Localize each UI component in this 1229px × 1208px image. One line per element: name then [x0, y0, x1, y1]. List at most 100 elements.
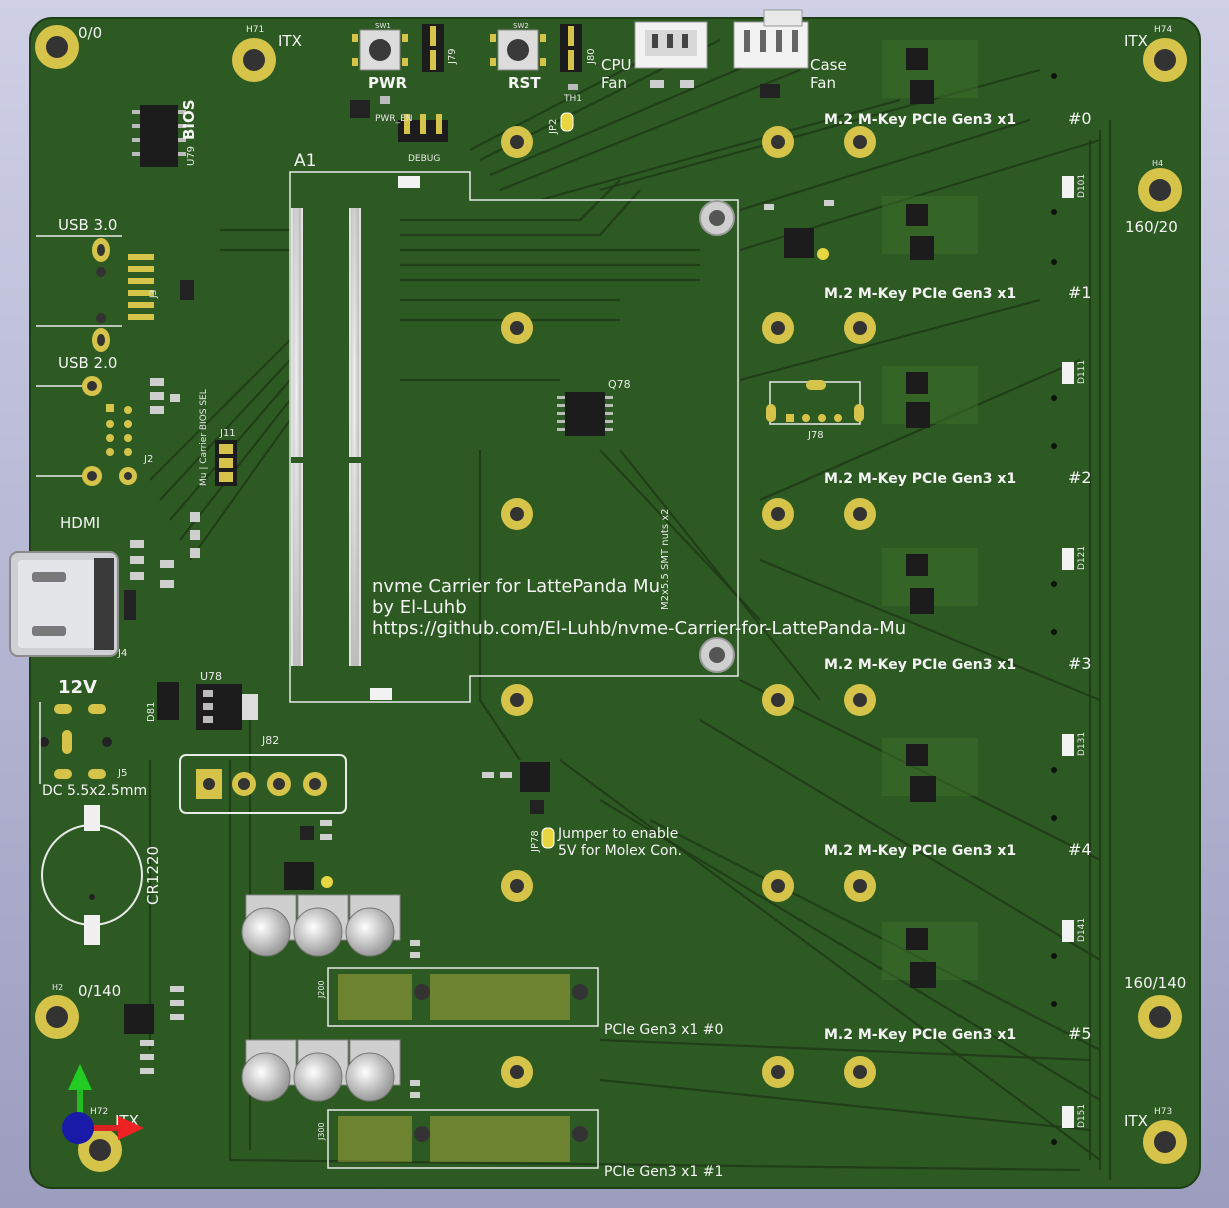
mount-hole-label: ITX	[1124, 32, 1148, 50]
mount-hole-ref: H73	[1154, 1107, 1172, 1117]
fan-label-bottom: Fan	[810, 74, 836, 92]
header-ref: J78	[807, 430, 824, 441]
smd-components	[124, 80, 834, 1098]
m2-slot-2: M.2 M-Key PCIe Gen3 x1 #2 D111	[824, 360, 1092, 487]
m2-slot-4: M.2 M-Key PCIe Gen3 x1 #4 D131	[824, 732, 1092, 859]
button-label: RST	[508, 74, 541, 92]
mount-hole-label: 160/140	[1124, 974, 1186, 992]
chip-ref: U78	[200, 670, 222, 683]
capacitor-bank-bottom	[241, 1039, 401, 1102]
case-fan-connector: Case Fan	[733, 9, 847, 92]
mount-hole-label: ITX	[278, 32, 302, 50]
mount-hole-h74: ITX H74	[1124, 25, 1187, 82]
header-j78: J78	[766, 380, 864, 441]
jumper-jp78: JP78 Jumper to enable 5V for Molex Con.	[520, 762, 682, 859]
m2-slot-led-last: D151	[1051, 1104, 1087, 1145]
m2-slot-index: #4	[1068, 840, 1092, 859]
battery-label: CR1220	[144, 846, 162, 905]
board-title-line: https://github.com/El-Luhb/nvme-Carrier-…	[372, 618, 906, 639]
m2-led-ref: D111	[1077, 360, 1087, 384]
cpu-fan-connector: CPU Fan	[601, 21, 708, 92]
header-j79: J79	[422, 24, 458, 72]
m2-led-ref: D141	[1077, 918, 1087, 942]
regulator-u78: U78 D81	[146, 670, 258, 730]
dc-jack: 12V DC 5.5x2.5mm J5	[39, 677, 147, 799]
capacitor-bank-top	[241, 862, 401, 957]
header-ref: J82	[261, 734, 279, 747]
pcie-slot-label: PCIe Gen3 x1 #0	[604, 1022, 723, 1038]
thermistor-th1: TH1	[563, 84, 582, 104]
header-j80: J80	[560, 24, 597, 72]
pcie-switch-q78: Q78	[557, 378, 631, 436]
bios-ref: U79	[186, 146, 197, 166]
m2-led-ref: D101	[1077, 174, 1087, 198]
button-ref: SW2	[513, 22, 529, 30]
m2-slot-1: M.2 M-Key PCIe Gen3 x1 #1 D101	[784, 174, 1092, 302]
debug-label: DEBUG	[408, 154, 440, 164]
m2-slot-label: M.2 M-Key PCIe Gen3 x1	[824, 471, 1016, 487]
m2-led-ref: D131	[1077, 732, 1087, 756]
board-title-line: nvme Carrier for LattePanda Mu	[372, 576, 660, 597]
molex-connector-j82: J82	[179, 734, 347, 814]
mount-hole-label: 0/0	[78, 24, 102, 42]
m2-slot-label: M.2 M-Key PCIe Gen3 x1	[824, 1027, 1016, 1043]
jumper-ref: JP78	[530, 830, 541, 853]
axis-gizmo	[62, 1064, 144, 1144]
mount-hole-h3: 160/140	[1124, 974, 1186, 1039]
port-label: USB 2.0	[58, 354, 117, 372]
thermistor-ref: TH1	[563, 94, 582, 104]
mount-hole-ref: H4	[1152, 159, 1163, 168]
m2-slot-5: M.2 M-Key PCIe Gen3 x1 #5 D141	[824, 918, 1092, 1043]
port-label: USB 3.0	[58, 216, 117, 234]
chip-ref: Q78	[608, 378, 631, 391]
mount-hole-h73: ITX H73	[1124, 1107, 1187, 1164]
button-ref: SW1	[375, 22, 391, 30]
mount-hole-h1: 0/0	[35, 24, 102, 69]
copper-traces	[148, 29, 1112, 1180]
power-label: 12V	[58, 677, 97, 698]
m2-slot-label: M.2 M-Key PCIe Gen3 x1	[824, 657, 1016, 673]
debug-header: DEBUG PWR_EN	[375, 96, 448, 164]
jumper-ref: JP2	[548, 119, 559, 135]
m2-slot-index: #2	[1068, 468, 1092, 487]
m2-slot-index: #5	[1068, 1024, 1092, 1043]
m2-slot-index: #3	[1068, 654, 1092, 673]
jumper-jp2: JP2	[548, 112, 574, 135]
port-ref: J2	[143, 454, 153, 465]
header-ref: J79	[447, 48, 458, 65]
usb3-port: USB 3.0 J3	[36, 216, 159, 352]
dc-jack-ref: J5	[117, 768, 127, 779]
m2-led-ref: D151	[1077, 1104, 1087, 1128]
bios-label: BIOS	[180, 99, 198, 140]
battery-holder: CR1220	[41, 805, 162, 945]
m2-slot-index: #0	[1068, 109, 1092, 128]
pwr-en-label: PWR_EN	[375, 114, 413, 124]
module-label: A1	[294, 151, 316, 171]
fan-label-bottom: Fan	[601, 74, 627, 92]
m2-slot-index: #1	[1068, 283, 1092, 302]
pcie-slot-label: PCIe Gen3 x1 #1	[604, 1164, 723, 1180]
bios-chip: BIOS U79	[132, 99, 198, 167]
jumper-note: 5V for Molex Con.	[558, 843, 682, 859]
m2-slot-label: M.2 M-Key PCIe Gen3 x1	[824, 112, 1016, 128]
pwr-button: PWR SW1	[352, 22, 408, 92]
usb2-port: USB 2.0 J2	[36, 354, 153, 486]
module-a1: A1 M2x5.5 SMT nuts x2 nvme Carrier for L…	[289, 151, 906, 703]
m2-slot-label: M.2 M-Key PCIe Gen3 x1	[824, 286, 1016, 302]
header-ref: J11	[219, 428, 236, 439]
port-ref: J3	[149, 290, 159, 299]
mount-hole-ref: H72	[90, 1107, 108, 1117]
jumper-note: Jumper to enable	[557, 826, 678, 842]
bios-select-header: J11 Mu | Carrier BIOS SEL	[199, 389, 237, 486]
mount-hole-label: ITX	[1124, 1112, 1148, 1130]
port-label: HDMI	[60, 514, 100, 532]
mount-hole-h71: ITX H71	[232, 25, 302, 82]
pcie-slot-0: PCIe Gen3 x1 #0 J200	[317, 967, 723, 1038]
nuts-label: M2x5.5 SMT nuts x2	[660, 508, 671, 610]
hdmi-port: HDMI J4	[9, 514, 127, 659]
m2-slot-0: M.2 M-Key PCIe Gen3 x1 #0	[824, 40, 1092, 128]
mount-hole-label: 160/20	[1125, 218, 1178, 236]
mount-hole-h4: 160/20 H4	[1125, 159, 1182, 236]
bios-sel-label: Mu | Carrier BIOS SEL	[199, 389, 209, 486]
